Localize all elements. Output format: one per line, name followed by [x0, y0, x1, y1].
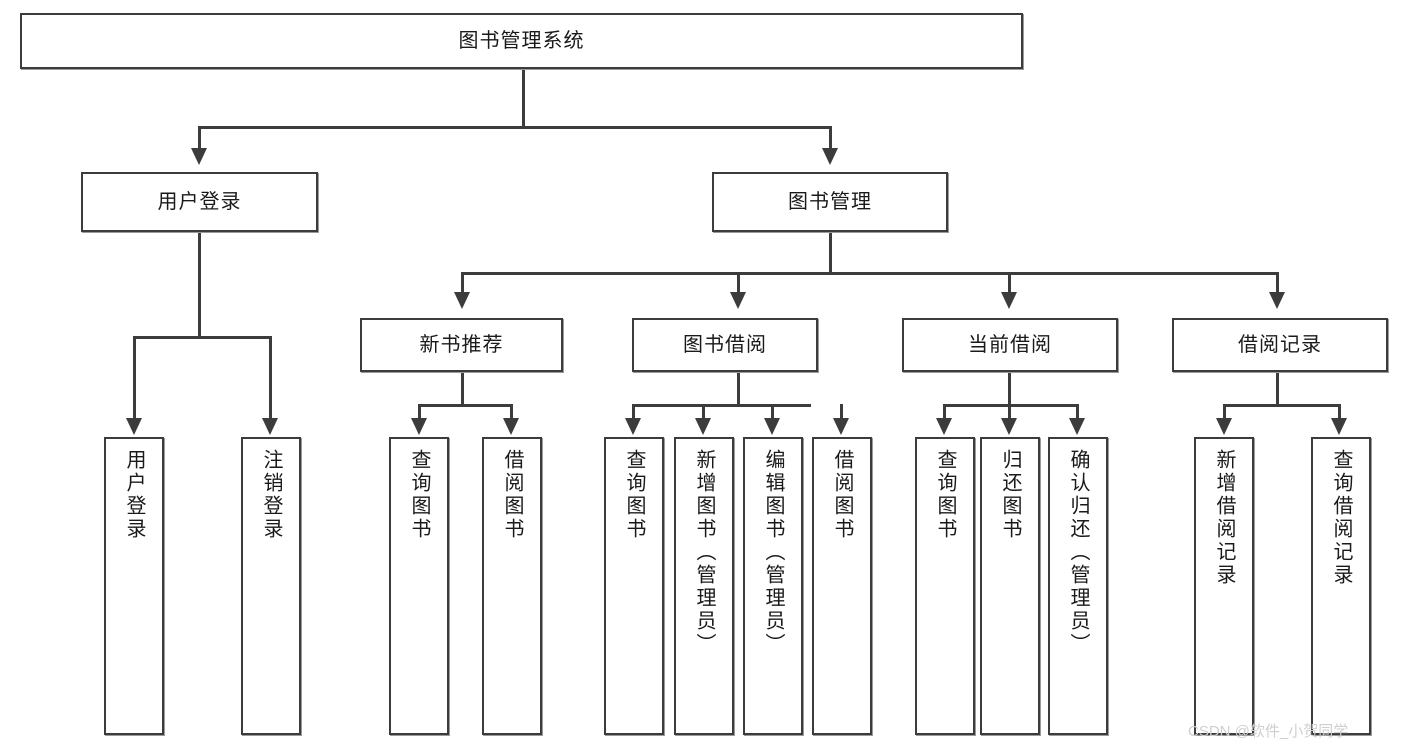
- connector-recommend-l1: [418, 404, 421, 418]
- arrow-root-to-user-login: [191, 148, 207, 165]
- leaf-label: 查询图书: [934, 449, 956, 541]
- arrow-root-to-book-mgmt: [822, 148, 838, 165]
- node-user-login[interactable]: 用户登录: [81, 172, 318, 232]
- node-label: 图书管理: [788, 190, 872, 213]
- arrow-current-l3: [1069, 418, 1085, 435]
- leaf-label: 归还图书: [999, 449, 1021, 541]
- node-label: 新书推荐: [419, 333, 504, 356]
- connector-borrow-down: [737, 372, 740, 406]
- arrow-book-mgmt-c4: [1269, 292, 1285, 309]
- connector-root-bar: [198, 126, 832, 129]
- connector-user-login-leaf2: [269, 336, 272, 418]
- leaf-record-query-borrow-record[interactable]: 查询借阅记录: [1311, 437, 1371, 735]
- arrow-record-l2: [1331, 418, 1347, 435]
- arrow-user-login-leaf1: [126, 418, 142, 435]
- leaf-current-confirm-return-admin[interactable]: 确认归还（管理员）: [1048, 437, 1108, 735]
- leaf-label: 查询图书: [408, 449, 430, 541]
- arrow-book-mgmt-c3: [1001, 292, 1017, 309]
- connector-book-mgmt-c4: [1276, 272, 1279, 292]
- watermark: CSDN @软件_小贺同学: [1188, 723, 1349, 740]
- leaf-label: 新增图书（管理员）: [693, 449, 715, 656]
- leaf-label: 借阅图书: [501, 449, 523, 541]
- connector-current-l1: [943, 404, 946, 418]
- connector-book-mgmt-bar: [461, 272, 1279, 275]
- arrow-borrow-l2: [695, 418, 711, 435]
- node-label: 图书借阅: [683, 333, 767, 356]
- leaf-label: 查询借阅记录: [1330, 449, 1352, 587]
- connector-record-bar: [1223, 404, 1341, 407]
- connector-current-l2: [1008, 404, 1011, 418]
- node-root-book-management-system[interactable]: 图书管理系统: [20, 13, 1023, 69]
- leaf-label: 用户登录: [123, 449, 145, 541]
- leaf-user-login-logout[interactable]: 注销登录: [241, 437, 301, 735]
- leaf-borrow-borrow-book[interactable]: 借阅图书: [812, 437, 872, 735]
- node-book-management[interactable]: 图书管理: [712, 172, 948, 232]
- node-book-borrow[interactable]: 图书借阅: [632, 318, 818, 372]
- connector-current-l3: [1076, 404, 1079, 418]
- leaf-label: 编辑图书（管理员）: [762, 449, 784, 656]
- leaf-label: 查询图书: [623, 449, 645, 541]
- arrow-borrow-l1: [625, 418, 641, 435]
- node-borrow-record[interactable]: 借阅记录: [1172, 318, 1388, 372]
- arrow-book-mgmt-c1: [454, 292, 470, 309]
- connector-borrow-l2: [702, 404, 705, 418]
- connector-record-l1: [1223, 404, 1226, 418]
- arrow-book-mgmt-c2: [730, 292, 746, 309]
- connector-recommend-down: [461, 372, 464, 406]
- arrow-recommend-l1: [411, 418, 427, 435]
- arrow-recommend-l2: [503, 418, 519, 435]
- connector-borrow-l1: [632, 404, 635, 418]
- leaf-label: 新增借阅记录: [1213, 449, 1235, 587]
- node-label: 当前借阅: [968, 333, 1052, 356]
- node-label: 图书管理系统: [458, 29, 585, 52]
- leaf-user-login-login[interactable]: 用户登录: [104, 437, 164, 735]
- connector-current-down: [1008, 372, 1011, 406]
- connector-record-l2: [1338, 404, 1341, 418]
- connector-book-mgmt-c1: [461, 272, 464, 292]
- connector-borrow-bar: [632, 404, 811, 407]
- connector-root-to-user-login: [198, 126, 201, 148]
- connector-record-down: [1276, 372, 1279, 406]
- arrow-record-l1: [1216, 418, 1232, 435]
- connector-book-mgmt-c3: [1008, 272, 1011, 292]
- node-new-book-recommend[interactable]: 新书推荐: [360, 318, 563, 372]
- connector-book-mgmt-down: [829, 232, 832, 274]
- node-label: 借阅记录: [1238, 333, 1322, 356]
- connector-root-down: [522, 68, 525, 128]
- connector-recommend-bar: [418, 404, 513, 407]
- connector-user-login-bar: [133, 336, 272, 339]
- leaf-record-add-borrow-record[interactable]: 新增借阅记录: [1194, 437, 1254, 735]
- node-current-borrow[interactable]: 当前借阅: [902, 318, 1118, 372]
- leaf-current-return-book[interactable]: 归还图书: [980, 437, 1040, 735]
- leaf-borrow-edit-book-admin[interactable]: 编辑图书（管理员）: [743, 437, 803, 735]
- arrow-current-l2: [1001, 418, 1017, 435]
- arrow-current-l1: [936, 418, 952, 435]
- arrow-borrow-l3: [764, 418, 780, 435]
- leaf-label: 注销登录: [260, 449, 282, 541]
- leaf-label: 借阅图书: [831, 449, 853, 541]
- arrow-borrow-l4: [833, 418, 849, 435]
- node-label: 用户登录: [157, 190, 242, 213]
- leaf-borrow-query-book[interactable]: 查询图书: [604, 437, 664, 735]
- leaf-recommend-query-book[interactable]: 查询图书: [389, 437, 449, 735]
- connector-borrow-l4: [840, 404, 843, 418]
- connector-root-to-book-mgmt: [829, 126, 832, 148]
- arrow-user-login-leaf2: [262, 418, 278, 435]
- leaf-recommend-borrow-book[interactable]: 借阅图书: [482, 437, 542, 735]
- leaf-label: 确认归还（管理员）: [1067, 449, 1089, 656]
- leaf-borrow-add-book-admin[interactable]: 新增图书（管理员）: [674, 437, 734, 735]
- connector-user-login-leaf1: [133, 336, 136, 418]
- leaf-current-query-book[interactable]: 查询图书: [915, 437, 975, 735]
- connector-recommend-l2: [510, 404, 513, 418]
- connector-book-mgmt-c2: [737, 272, 740, 292]
- connector-borrow-l3: [771, 404, 774, 418]
- connector-user-login-down: [198, 232, 201, 338]
